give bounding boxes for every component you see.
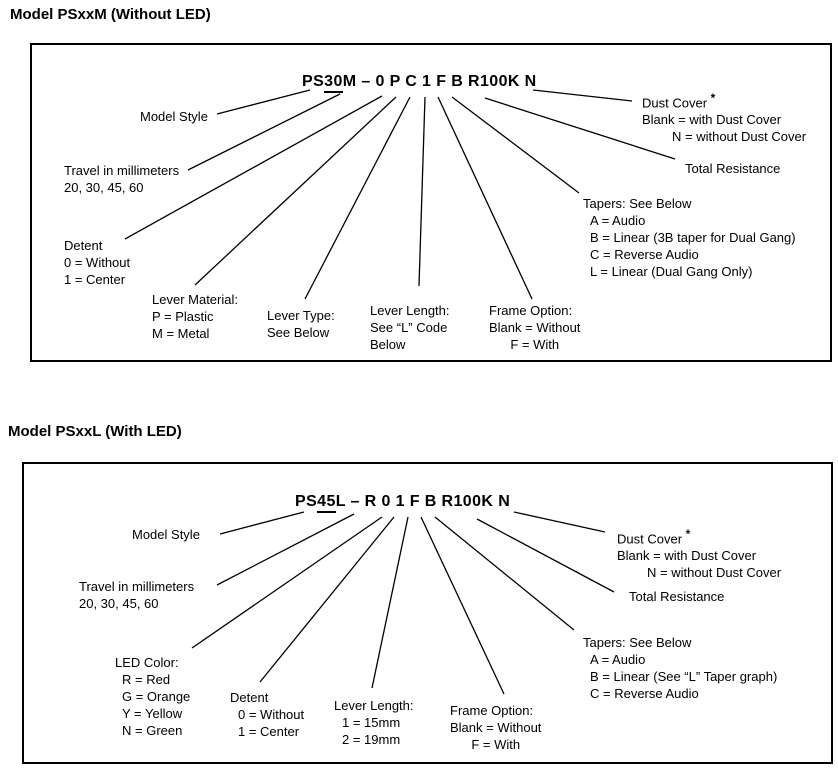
leader-line-model-style [219, 511, 305, 535]
callout-tapers: Tapers: See Below A = Audio B = Linear (… [583, 196, 796, 279]
callout-detent: Detent 0 = Without 1 = Center [230, 690, 305, 739]
callout-model-style: Model Style [132, 527, 200, 542]
callout-travel: Travel in millimeters 20, 30, 45, 60 [79, 579, 195, 611]
leader-line-detent [124, 95, 383, 240]
section-2-title: Model PSxxL (With LED) [8, 423, 182, 440]
leader-line-lever-material [194, 96, 397, 286]
leader-lines-psxxm [124, 89, 676, 300]
callout-lever-type: Lever Type: See Below [267, 308, 335, 340]
callout-detent: Detent 0 = Without 1 = Center [64, 238, 131, 287]
callout-tapers: Tapers: See Below A = Audio B = Linear (… [583, 635, 778, 701]
part-number-psxxl: PS45L – R 0 1 F B R100K N [295, 493, 511, 513]
leader-line-lever-length [418, 96, 426, 287]
leader-line-frame-option [420, 516, 505, 695]
leader-line-led-color [191, 516, 383, 649]
pn-prefix: PS [295, 493, 318, 510]
pn-travel-code: 30 [324, 73, 343, 93]
leader-line-dust-cover [532, 89, 633, 102]
part-number-psxxm: PS30M – 0 P C 1 F B R100K N [302, 73, 537, 93]
pn-prefix: PS [302, 73, 325, 90]
callout-dust-cover: Dust Cover * Blank = with Dust Cover N =… [642, 91, 807, 145]
leader-line-total-resistance [484, 97, 676, 160]
callout-frame-option: Frame Option: Blank = Without F = With [489, 303, 581, 352]
leader-line-tapers [434, 516, 575, 631]
leader-line-frame-option [437, 96, 533, 300]
part-number-diagram-psxxm: PS30M – 0 P C 1 F B R100K N Model Style … [30, 43, 832, 362]
dust-cover-asterisk: * [710, 91, 716, 105]
pn-rest: M – 0 P C 1 F B R100K N [342, 73, 537, 90]
callout-led-color: LED Color: R = Red G = Orange Y = Yellow… [115, 655, 191, 738]
callout-lever-material: Lever Material: P = Plastic M = Metal [152, 292, 238, 341]
dust-cover-title: Dust Cover [617, 531, 686, 547]
callout-total-resistance: Total Resistance [685, 161, 781, 176]
callout-frame-option: Frame Option: Blank = Without F = With [450, 703, 542, 752]
dust-cover-asterisk: * [685, 527, 691, 541]
callout-dust-cover: Dust Cover * Blank = with Dust Cover N =… [617, 527, 782, 581]
callout-total-resistance: Total Resistance [629, 589, 725, 604]
leader-line-lever-type [304, 96, 411, 300]
leader-line-model-style [216, 89, 311, 115]
leader-line-total-resistance [476, 518, 615, 593]
callout-lever-length: Lever Length: See “L” Code Below [370, 303, 450, 352]
leader-line-travel [216, 513, 355, 586]
leader-line-tapers [451, 96, 580, 194]
callout-model-style: Model Style [140, 109, 208, 124]
section-1-title: Model PSxxM (Without LED) [10, 6, 211, 23]
callout-lever-length: Lever Length: 1 = 15mm 2 = 19mm [334, 698, 414, 747]
leader-line-lever-length [371, 516, 409, 689]
leader-line-detent [259, 516, 395, 683]
dust-cover-title: Dust Cover [642, 95, 711, 111]
leader-line-travel [187, 93, 341, 171]
leader-line-dust-cover [513, 511, 606, 533]
part-number-diagram-psxxl: PS45L – R 0 1 F B R100K N Model Style Tr… [22, 462, 833, 764]
pn-rest: L – R 0 1 F B R100K N [335, 493, 511, 510]
leader-lines-psxxl [191, 511, 615, 695]
callout-travel: Travel in millimeters 20, 30, 45, 60 [64, 163, 180, 195]
pn-travel-code: 45 [317, 493, 336, 513]
